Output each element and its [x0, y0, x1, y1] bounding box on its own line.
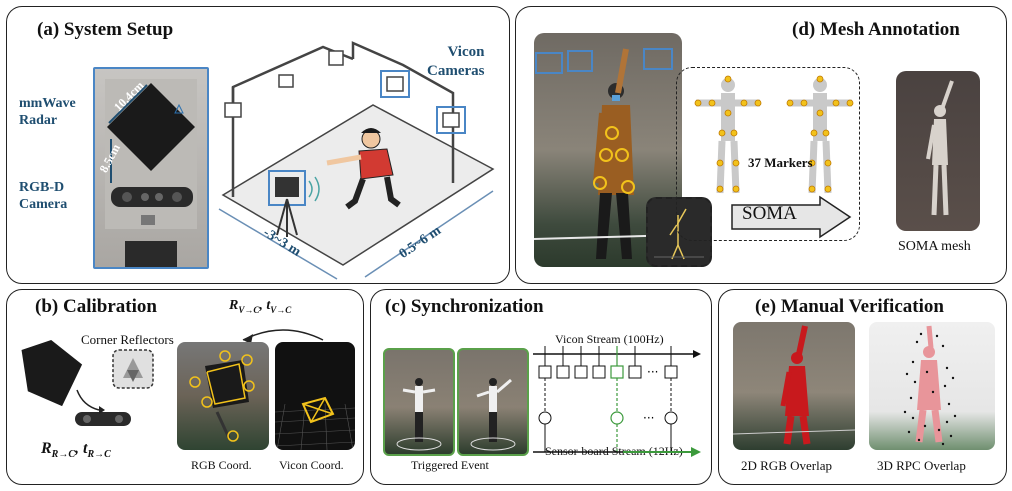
vicon-camera-icon — [224, 102, 242, 118]
point-cloud-overlay-icon — [903, 325, 957, 446]
vicon-cameras-label: Vicon Cameras — [427, 44, 485, 79]
corner-reflectors-label: Corner Reflectors — [81, 332, 174, 347]
vicon-frame-markers — [538, 346, 678, 379]
svg-text:···: ··· — [647, 365, 658, 379]
vicon-camera-icon — [386, 76, 404, 92]
mmwave-label: mmWave Radar — [19, 96, 76, 128]
markers-count-label: 37 Markers — [748, 155, 813, 170]
rgbd-camera-icon — [111, 187, 193, 207]
device-illustration — [105, 79, 197, 267]
trigger-photo-after — [457, 348, 529, 456]
sensor-rig-icon — [275, 177, 299, 197]
device-photo — [93, 67, 209, 269]
sensor-frame-markers — [538, 378, 678, 452]
trigger-photo-before — [383, 348, 455, 456]
panel-a-title: (a) System Setup — [37, 19, 174, 40]
radar-module-icon — [107, 83, 195, 171]
panel-synchronization: (c) Synchronization Triggered Event Vico… — [370, 289, 712, 485]
vicon-calibration-photo — [275, 342, 355, 450]
soma-arrow — [731, 195, 852, 239]
transform-radar-to-camera: RR→C, tR→C — [41, 440, 111, 461]
vicon-grid-icon — [275, 396, 355, 450]
marker-body-right — [788, 78, 852, 194]
calibration-devices — [21, 340, 154, 426]
rgbd-label: RGB-D Camera — [19, 180, 68, 212]
svg-text:···: ··· — [643, 411, 654, 425]
rgb-coord-label: RGB Coord. — [191, 458, 252, 472]
panel-d-title: (d) Mesh Annotation — [792, 19, 960, 40]
soma-label: SOMA — [742, 203, 797, 224]
red-human-mask-icon — [733, 325, 855, 445]
soma-mesh-photo — [896, 71, 980, 231]
transform-vicon-to-camera: RV→C, tV→C — [229, 298, 292, 315]
rpc-overlap-photo — [869, 322, 995, 450]
rgbd-camera-icon — [75, 412, 131, 426]
rpc-overlap-label: 3D RPC Overlap — [877, 458, 966, 473]
rgb-overlap-label: 2D RGB Overlap — [741, 458, 832, 473]
marker-bodies-diagram — [694, 75, 854, 194]
radar-module-icon — [21, 340, 83, 407]
vicon-camera-icon — [278, 74, 294, 88]
triggered-event-label: Triggered Event — [411, 458, 489, 472]
panel-mesh-annotation: (d) Mesh Annotation — [515, 6, 1007, 284]
person-icon — [396, 378, 442, 451]
marker-body-left — [696, 78, 760, 194]
synced-frame-markers — [610, 346, 624, 452]
vicon-coord-label: Vicon Coord. — [279, 458, 344, 472]
vicon-to-camera-arrow — [242, 329, 324, 344]
soma-mesh-body-icon — [926, 80, 954, 216]
vicon-camera-icon — [328, 50, 344, 66]
panel-c-title: (c) Synchronization — [385, 296, 544, 317]
capture-room-diagram — [218, 41, 495, 280]
panel-manual-verification: (e) Manual Verification — [718, 289, 1007, 485]
rgb-overlap-photo — [733, 322, 855, 450]
marker-dots — [786, 75, 854, 193]
vicon-camera-icon — [442, 112, 460, 128]
marker-dots — [694, 75, 762, 193]
rgb-calibration-photo — [177, 342, 269, 450]
panel-system-setup: (a) System Setup mmWave Radar RGB-D Came… — [6, 6, 510, 284]
panel-b-title: (b) Calibration — [35, 296, 157, 317]
chair-markers-icon — [189, 350, 255, 442]
panel-e-title: (e) Manual Verification — [755, 296, 944, 317]
mocap-person-illustration — [534, 48, 682, 259]
vicon-stream-label: Vicon Stream (100Hz) — [555, 332, 664, 346]
sensor-stream-label: Sensor-board Stream (12Hz) — [545, 444, 683, 458]
panel-calibration: (b) Calibration Corner Reflectors RR→C, … — [6, 289, 364, 485]
sync-timeline: ··· ··· — [533, 346, 701, 457]
soma-mesh-label: SOMA mesh — [898, 239, 971, 254]
marker-fitting-box — [676, 67, 860, 241]
person-icon — [470, 378, 516, 451]
